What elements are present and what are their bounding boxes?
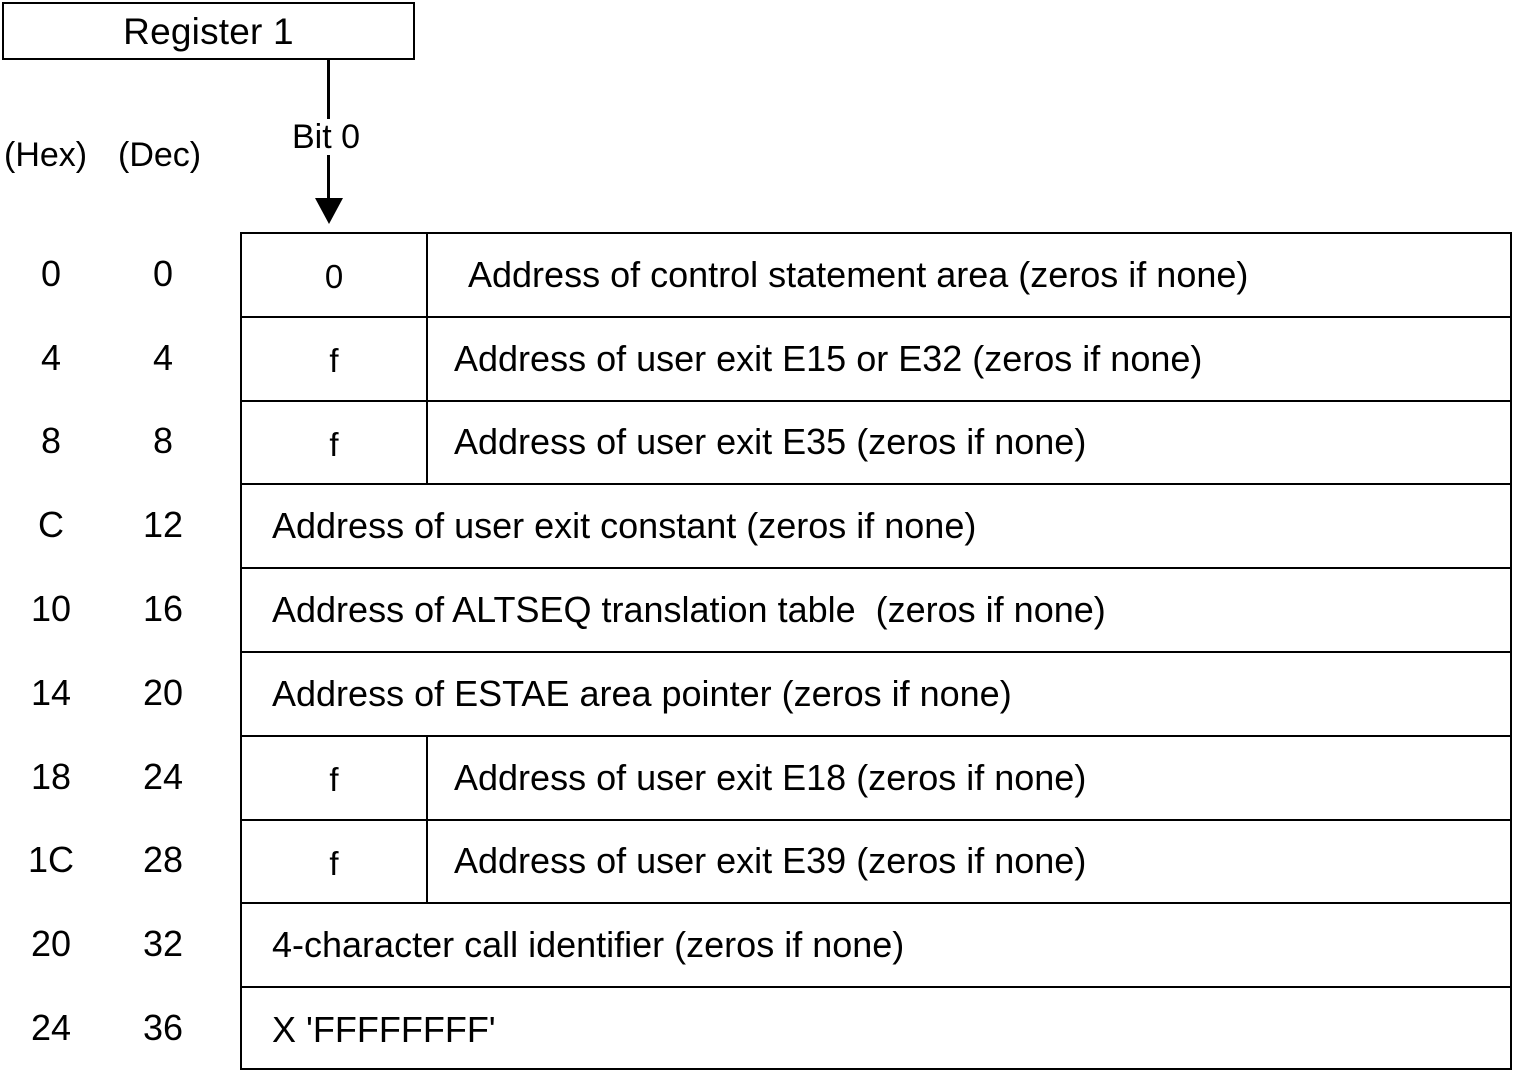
- row-description: Address of ALTSEQ translation table (zer…: [272, 589, 1106, 631]
- dec-offset-value: 12: [142, 504, 184, 546]
- row-description: 4-character call identifier (zeros if no…: [272, 924, 905, 966]
- offset-row: 1C 28: [0, 819, 236, 903]
- bit0-label: Bit 0: [292, 118, 363, 156]
- hex-offset-value: 24: [30, 1007, 72, 1049]
- hex-offset-value: 4: [40, 336, 62, 378]
- dec-offset-value: 4: [152, 336, 174, 378]
- table-row: Address of ESTAE area pointer (zeros if …: [242, 653, 1510, 737]
- row-description: Address of control statement area (zeros…: [468, 254, 1249, 296]
- offset-row: 10 16: [0, 567, 236, 651]
- down-arrow-icon: [315, 198, 343, 224]
- hex-offset-value: 18: [30, 755, 72, 797]
- dec-offset-value: 16: [142, 588, 184, 630]
- row-description: Address of user exit E18 (zeros if none): [454, 756, 1087, 798]
- dec-offset-value: 32: [142, 923, 184, 965]
- hex-offset-value: 10: [30, 588, 72, 630]
- hex-column-header: (Hex): [4, 136, 88, 174]
- hex-offset-value: 1C: [27, 839, 75, 881]
- table-row: 4-character call identifier (zeros if no…: [242, 904, 1510, 989]
- table-row: Address of user exit constant (zeros if …: [242, 485, 1510, 570]
- hex-offset-value: 8: [40, 420, 62, 462]
- row-description: Address of user exit E39 (zeros if none): [454, 840, 1087, 882]
- table-row: f Address of user exit E35 (zeros if none…: [242, 401, 1510, 486]
- dec-offset-value: 28: [142, 839, 184, 881]
- offset-column-headers: (Hex) (Dec): [0, 138, 236, 178]
- dec-offset-value: 20: [142, 671, 184, 713]
- bit-flag-cell: f: [242, 736, 428, 819]
- parameter-list-table: 0 Address of control statement area (zero…: [240, 232, 1512, 1070]
- dec-offset-value: 36: [142, 1007, 184, 1049]
- table-row: 0 Address of control statement area (zero…: [242, 234, 1510, 318]
- dec-offset-value: 24: [142, 755, 184, 797]
- row-description: Address of ESTAE area pointer (zeros if …: [272, 673, 1012, 715]
- dec-offset-value: 8: [152, 420, 174, 462]
- table-row: Address of ALTSEQ translation table (zer…: [242, 569, 1510, 653]
- bit-flag-cell: f: [242, 820, 428, 903]
- bit-flag-value: f: [329, 760, 339, 798]
- dec-column-header: (Dec): [118, 136, 202, 174]
- register-1-label: Register 1: [123, 10, 294, 52]
- row-description: X 'FFFFFFFF': [272, 1009, 496, 1051]
- bit-flag-cell: 0: [242, 234, 428, 316]
- row-description: Address of user exit E35 (zeros if none): [454, 421, 1087, 463]
- hex-offset-value: 14: [30, 671, 72, 713]
- bit-flag-value: f: [329, 341, 339, 379]
- table-row: f Address of user exit E39 (zeros if none…: [242, 820, 1510, 905]
- bit-flag-cell: f: [242, 317, 428, 400]
- hex-offset-value: C: [38, 504, 64, 546]
- bit-flag-value: f: [329, 844, 339, 882]
- register-1-box: Register 1: [2, 2, 415, 60]
- row-description: Address of user exit E15 or E32 (zeros i…: [454, 337, 1203, 379]
- table-row: f Address of user exit E15 or E32 (zeros …: [242, 317, 1510, 402]
- bit-flag-value: 0: [324, 258, 344, 295]
- bit-flag-cell: f: [242, 401, 428, 484]
- hex-offset-value: 0: [40, 252, 62, 294]
- table-row: X 'FFFFFFFF': [242, 988, 1510, 1072]
- offset-row: 24 36: [0, 986, 236, 1070]
- row-description: Address of user exit constant (zeros if …: [272, 505, 977, 547]
- dec-offset-value: 0: [152, 252, 174, 294]
- hex-offset-value: 20: [30, 923, 72, 965]
- bit-flag-value: f: [329, 425, 339, 463]
- offset-row: 14 20: [0, 651, 236, 735]
- offset-row: C 12: [0, 483, 236, 567]
- table-row: f Address of user exit E18 (zeros if none…: [242, 736, 1510, 821]
